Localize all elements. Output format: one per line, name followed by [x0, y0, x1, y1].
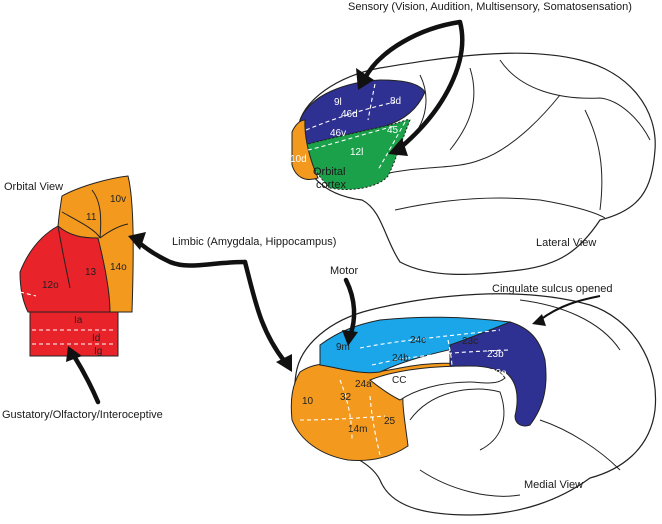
orbital-boundary-14o	[99, 223, 129, 239]
orbital-view-map: 10v 11 14o 13 12o Ia Id Ig	[19, 175, 134, 357]
label-46d: 46d	[341, 109, 358, 120]
orbital-boundary-11	[61, 211, 101, 239]
limbic-arrowhead-orbital	[128, 232, 146, 250]
connection-arrows	[66, 19, 601, 405]
medial-boundary-24b	[371, 349, 511, 366]
label-23a: 23a	[490, 368, 507, 379]
medial-boundary-24	[359, 329, 501, 349]
medial-boundary-32	[339, 379, 353, 441]
label-11: 11	[86, 212, 97, 223]
label-ig: Ig	[94, 346, 102, 357]
lateral-boundary-46v	[307, 125, 396, 151]
label-24c: 24c	[410, 335, 426, 346]
caption-cingulate: Cingulate sulcus opened	[492, 283, 612, 295]
label-24b: 24b	[392, 353, 409, 364]
orbital-boundary-10v	[91, 189, 102, 239]
corpus-callosum	[369, 365, 506, 401]
label-ia: Ia	[74, 315, 83, 326]
lateral-boundary-46	[305, 101, 396, 131]
label-23b: 23b	[487, 349, 504, 360]
label-45: 45	[387, 125, 399, 136]
caption-motor: Motor	[330, 265, 358, 277]
label-12l: 12l	[350, 147, 363, 158]
label-9l: 9l	[334, 97, 342, 108]
orbital-boundary-13	[57, 225, 71, 289]
lateral-brain-outline	[297, 52, 656, 276]
caption-sensory: Sensory (Vision, Audition, Multisensory,…	[348, 1, 632, 13]
gustatory-arrow	[71, 353, 101, 405]
label-13: 13	[85, 267, 97, 278]
label-orbital-cortex-2: cortex	[316, 179, 346, 191]
orbital-boundary-12o	[19, 291, 37, 297]
label-14m: 14m	[348, 424, 367, 435]
area-navy-posterior-cingulate	[449, 321, 547, 427]
label-cc: CC	[392, 375, 406, 386]
temporal-sulcus-line	[394, 197, 606, 219]
medial-view-brain: 9m 24c 23c 24b 23b 23a 24a CC 10 32 25 1…	[290, 293, 657, 516]
label-10d: 10d	[290, 154, 307, 165]
caption-orbital-view: Orbital View	[4, 181, 63, 193]
label-10: 10	[302, 396, 314, 407]
label-12o: 12o	[42, 280, 59, 291]
label-14o: 14o	[110, 262, 127, 273]
motor-arrow	[343, 277, 357, 339]
limbic-arrow-orbital	[133, 237, 248, 268]
intraparietal-sulcus-line	[499, 59, 651, 141]
medial-sulcus-line-1	[519, 299, 621, 351]
cingulate-arrowhead	[532, 314, 546, 326]
sensory-arrowhead-bottom	[388, 138, 408, 156]
caption-limbic: Limbic (Amygdala, Hippocampus)	[172, 236, 336, 248]
label-23c: 23c	[462, 336, 478, 347]
label-id: Id	[92, 333, 100, 344]
label-24a: 24a	[355, 379, 372, 390]
gustatory-arrowhead	[66, 346, 82, 362]
lateral-boundary-45	[377, 121, 406, 171]
caption-gustatory: Gustatory/Olfactory/Interoceptive	[2, 409, 163, 421]
area-orange-10d	[291, 119, 319, 180]
sensory-arrow	[362, 19, 465, 151]
lateral-sulcus-line	[379, 94, 561, 176]
limbic-arrowhead-medial	[276, 354, 292, 372]
label-9m: 9m	[336, 342, 350, 353]
lateral-view-brain: 9l 8d 46d 46v 45 12l 10d Orbital cortex	[290, 52, 656, 276]
area-green-ventrolateral	[304, 119, 411, 190]
medial-sulcus-line-3	[419, 469, 521, 497]
area-red-orbital	[19, 225, 111, 313]
area-red-insula	[29, 311, 119, 357]
label-8d: 8d	[390, 96, 401, 107]
medial-boundary-14m	[299, 415, 386, 421]
lateral-boundary-9l-8d	[367, 83, 376, 121]
caption-lateral-view: Lateral View	[536, 237, 596, 249]
label-25: 25	[384, 416, 396, 427]
central-sulcus-line	[449, 67, 475, 151]
lunate-sulcus-line	[584, 109, 603, 211]
corpus-callosum-line	[409, 388, 505, 451]
label-orbital-cortex-1: Orbital	[313, 166, 345, 178]
motor-arrowhead	[342, 330, 358, 346]
medial-boundary-23	[447, 339, 453, 369]
cingulate-arrow	[539, 295, 601, 321]
sensory-arrowhead-top	[356, 68, 374, 90]
label-10v: 10v	[110, 194, 126, 205]
limbic-arrow-medial	[242, 259, 288, 365]
caption-medial-view: Medial View	[524, 479, 583, 491]
medial-sulcus-line-2	[539, 419, 621, 471]
label-46v: 46v	[330, 128, 346, 139]
label-32: 32	[340, 392, 352, 403]
